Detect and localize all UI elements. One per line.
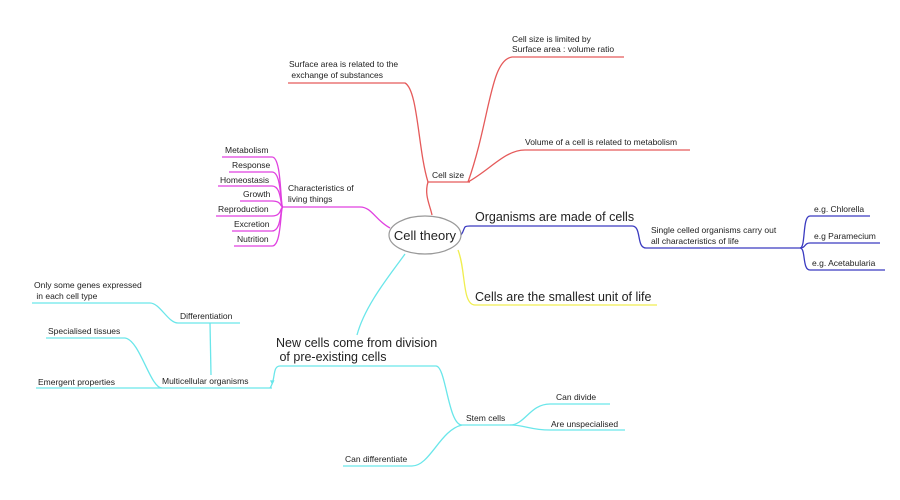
node-organisms[interactable]: Organisms are made of cells [475, 210, 634, 224]
node-excretion[interactable]: Excretion [234, 219, 270, 229]
node-characteristics[interactable]: Characteristics of [288, 183, 354, 193]
node-are-unspecialised[interactable]: Are unspecialised [551, 419, 618, 429]
node-surface-area[interactable]: Surface area is related to the [289, 59, 398, 69]
node-new-cells-line2: of pre-existing cells [276, 350, 386, 364]
node-chlorella[interactable]: e.g. Chlorella [814, 204, 864, 214]
node-size-limited[interactable]: Cell size is limited by [512, 34, 592, 44]
node-differentiation[interactable]: Differentiation [180, 311, 233, 321]
node-metabolism[interactable]: Metabolism [225, 145, 268, 155]
node-volume[interactable]: Volume of a cell is related to metabolis… [525, 137, 677, 147]
branch-smallest: Cells are the smallest unit of life [457, 249, 657, 306]
node-homeostasis[interactable]: Homeostasis [220, 175, 269, 185]
node-smallest-unit[interactable]: Cells are the smallest unit of life [475, 290, 652, 304]
branch-cell-size: Cell size Surface area is related to the… [288, 34, 690, 216]
branch-organisms: Organisms are made of cells Single celle… [460, 204, 885, 271]
node-surface-area-line2: exchange of substances [289, 70, 383, 80]
node-specialised-tissues[interactable]: Specialised tissues [48, 326, 120, 336]
central-ellipse [388, 215, 462, 255]
node-reproduction[interactable]: Reproduction [218, 204, 269, 214]
node-genes[interactable]: Only some genes expressed [34, 280, 142, 290]
node-response[interactable]: Response [232, 160, 271, 170]
node-size-limited-line2: Surface area : volume ratio [512, 44, 614, 54]
node-multicellular[interactable]: Multicellular organisms [162, 376, 248, 386]
collapse-arrow-icon[interactable]: ▾ [270, 377, 275, 387]
node-emergent-properties[interactable]: Emergent properties [38, 377, 115, 387]
node-growth[interactable]: Growth [243, 189, 271, 199]
node-paramecium[interactable]: e.g Paramecium [814, 231, 876, 241]
node-cell-size[interactable]: Cell size [432, 170, 464, 180]
node-stem-cells[interactable]: Stem cells [466, 413, 505, 423]
central-label: Cell theory [394, 228, 457, 243]
node-can-differentiate[interactable]: Can differentiate [345, 454, 407, 464]
central-node[interactable]: Cell theory [388, 215, 462, 255]
node-nutrition[interactable]: Nutrition [237, 234, 269, 244]
node-can-divide[interactable]: Can divide [556, 392, 596, 402]
node-acetabularia[interactable]: e.g. Acetabularia [812, 258, 876, 268]
node-single-celled-line2: all characteristics of life [651, 236, 739, 246]
node-genes-line2: in each cell type [34, 291, 98, 301]
node-characteristics-line2: living things [288, 194, 332, 204]
branch-characteristics: Characteristics of living things Metabol… [216, 145, 391, 247]
node-new-cells[interactable]: New cells come from division [276, 336, 437, 350]
node-single-celled[interactable]: Single celled organisms carry out [651, 225, 777, 235]
branch-new-cells: New cells come from division of pre-exis… [32, 253, 625, 467]
